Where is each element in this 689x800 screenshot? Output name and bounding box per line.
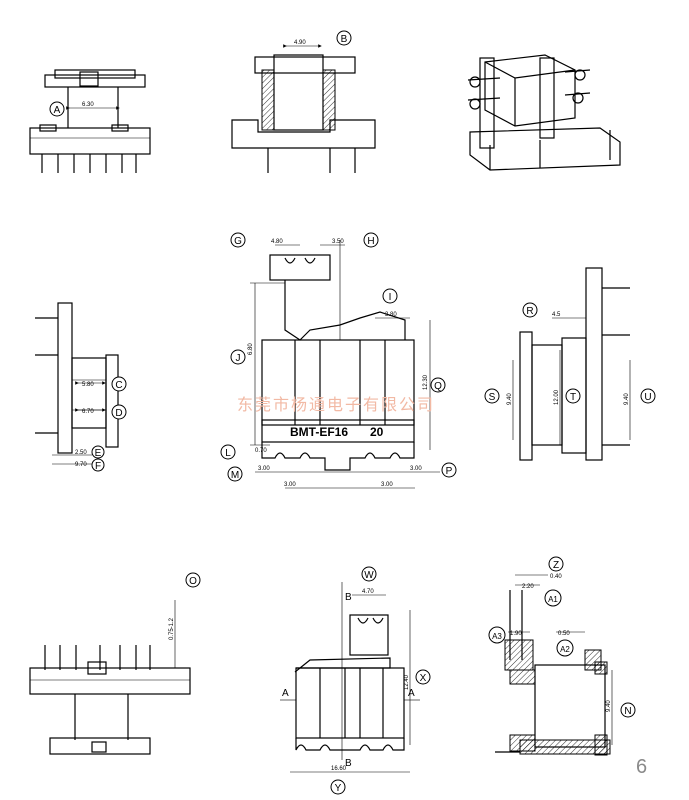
callout-y: Y (335, 783, 342, 794)
callout-i: I (389, 292, 392, 303)
dim-z: 0.40 (550, 574, 562, 580)
callout-g: G (234, 236, 242, 247)
callout-r: R (526, 306, 533, 317)
dim-f: 9.70 (75, 462, 87, 468)
watermark: 东莞市杨通电子有限公司 (237, 395, 435, 414)
dim-h: 3.50 (332, 239, 344, 245)
dim-d: 6.70 (82, 409, 94, 415)
callout-c: C (115, 380, 122, 391)
callout-b: B (341, 34, 348, 45)
callout-l: L (225, 448, 231, 459)
dim-a: 6.30 (82, 102, 94, 108)
callout-a1: A1 (548, 595, 558, 604)
callout-z: Z (553, 560, 559, 571)
dim-w: 4.70 (362, 589, 374, 595)
dim-i: 3.80 (385, 312, 397, 318)
view-r-side: 4.5 9.40 12.00 9.40 R S T U (484, 267, 656, 461)
section-b-bottom: B (345, 758, 352, 769)
callout-s: S (489, 392, 496, 403)
section-a-left: A (282, 688, 289, 699)
callout-f: F (95, 461, 101, 472)
callout-a3: A3 (492, 632, 502, 641)
view-a-side: 6.30 A (29, 69, 151, 173)
callout-o: O (189, 576, 197, 587)
dim-j: 6.80 (248, 343, 254, 355)
view-b-section: 4.90 B (231, 30, 376, 173)
dim-n: 9.40 (606, 700, 612, 712)
callout-p: P (446, 466, 453, 477)
dim-s: 9.40 (507, 393, 513, 405)
callout-x: X (420, 673, 427, 684)
dim-c: 5.80 (82, 382, 94, 388)
section-b-top: B (345, 592, 352, 603)
dim-o: 0.75-1.2 (169, 617, 175, 640)
dim-m: 3.00 (258, 466, 270, 472)
dim-l: 0.70 (255, 448, 267, 454)
callout-d: D (115, 408, 122, 419)
callout-q: Q (434, 381, 442, 392)
view-o-side: 0.75-1.2 O (29, 572, 201, 755)
view-isometric (467, 54, 621, 171)
dim-a1: 2.20 (522, 584, 534, 590)
part-marking: BMT-EF16 (290, 425, 348, 439)
callout-e: E (95, 448, 102, 459)
view-main-front: 6.80 12.30 4.80 3.50 3.80 0.70 3.00 3.00… (220, 232, 457, 489)
dim-mid-right: 3.00 (381, 482, 393, 488)
view-c-side: 5.80 6.70 2.50 9.70 C D E F (35, 302, 127, 472)
section-a-right: A (408, 688, 415, 699)
callout-u: U (644, 392, 651, 403)
dim-b: 4.90 (294, 40, 306, 46)
dim-g: 4.80 (271, 239, 283, 245)
dim-e: 2.50 (75, 450, 87, 456)
dim-t: 12.00 (554, 389, 560, 405)
callout-a: A (54, 105, 61, 116)
callout-h: H (367, 236, 374, 247)
callout-m: M (231, 470, 239, 481)
dim-p: 3.00 (410, 466, 422, 472)
dim-y: 16.60 (331, 766, 347, 772)
dim-r: 4.5 (552, 312, 561, 318)
callout-t: T (570, 392, 576, 403)
dim-a2: 0.50 (558, 631, 570, 637)
dim-q: 12.30 (423, 374, 429, 390)
callout-a2: A2 (560, 645, 570, 654)
part-marking-suffix: 20 (370, 425, 384, 439)
dim-a3: 1.90 (510, 631, 522, 637)
dim-mid-left: 3.00 (284, 482, 296, 488)
dim-u: 9.40 (624, 393, 630, 405)
dim-x: 12.40 (404, 674, 410, 690)
callout-n: N (624, 706, 631, 717)
page-number: 6 (636, 756, 647, 778)
callout-w: W (364, 570, 374, 581)
view-z-section: 0.40 2.20 1.90 0.50 9.40 Z A1 A3 A2 N (488, 556, 636, 756)
callout-j: J (236, 353, 241, 364)
view-w-front: B B A A 4.70 12.40 16.60 W X Y (280, 566, 431, 795)
